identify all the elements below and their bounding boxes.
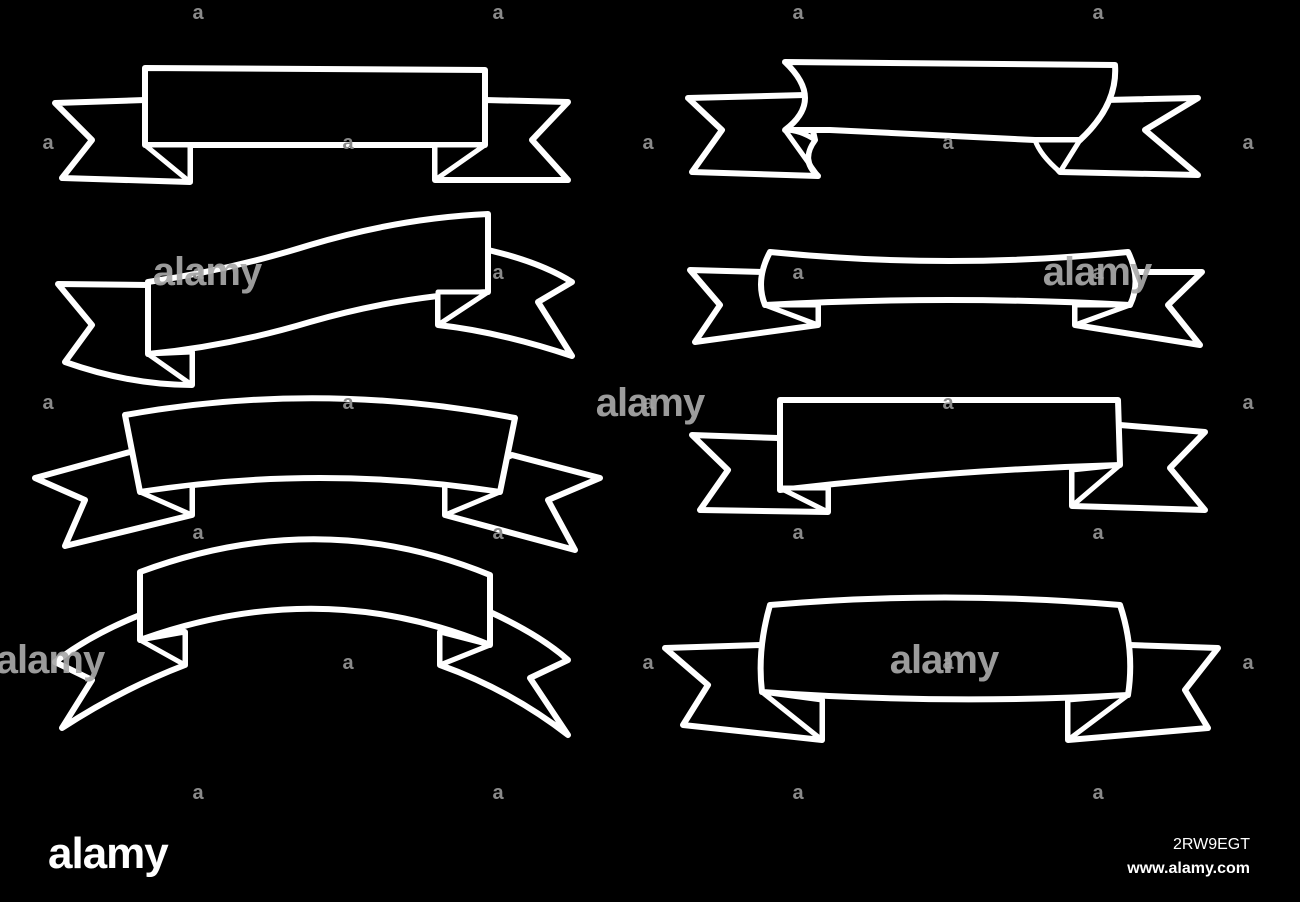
watermark-glyph: a — [1092, 2, 1104, 24]
ribbon-banner-straight — [52, 65, 571, 185]
watermark-glyph: a — [342, 132, 354, 154]
ribbon-fold-right — [1072, 302, 1133, 328]
ribbon-body — [122, 395, 518, 495]
ribbon-banner-slight-wave — [689, 397, 1208, 515]
watermark-glyph: a — [192, 522, 204, 544]
watermark-glyph: a — [1242, 652, 1254, 674]
watermark-glyph: a — [492, 262, 504, 284]
watermark-glyph: a — [192, 262, 204, 284]
ribbon-fold-right — [437, 629, 493, 668]
watermark-glyph: a — [492, 522, 504, 544]
watermark-glyph: a — [642, 652, 654, 674]
brand-logo: alamy — [48, 829, 169, 878]
ribbon-banner-wide — [662, 594, 1221, 743]
watermark-glyph: a — [42, 392, 54, 414]
ribbon-fold-right — [435, 289, 491, 328]
watermark-glyph: a — [492, 2, 504, 24]
ribbon-banner-scroll — [685, 59, 1201, 179]
watermark-glyph: a — [792, 782, 804, 804]
ribbon-body — [782, 59, 1119, 143]
ribbon-fold-left — [782, 127, 821, 179]
watermark-glyph: a — [942, 132, 954, 154]
ribbon-fold-left — [777, 485, 831, 515]
ribbon-fold-left — [137, 629, 188, 668]
ribbon-body — [137, 536, 493, 648]
watermark-glyph: a — [792, 262, 804, 284]
watermark-glyph: a — [642, 132, 654, 154]
watermark-glyph: a — [1092, 522, 1104, 544]
site-url: www.alamy.com — [1127, 860, 1250, 877]
ribbon-fold-right — [1032, 137, 1083, 175]
watermark-brand: alamy — [0, 638, 105, 682]
ribbon-banner-wave — [55, 211, 575, 388]
ribbon-body — [142, 65, 488, 148]
ribbon-fold-right — [1065, 692, 1131, 743]
watermark-glyph: a — [942, 652, 954, 674]
ribbon-fold-right — [442, 482, 503, 518]
ribbon-fold-left — [759, 689, 825, 743]
watermark-glyph: a — [642, 392, 654, 414]
ribbon-fold-left — [137, 482, 195, 518]
watermark-glyph: a — [342, 652, 354, 674]
ribbon-fold-left — [145, 349, 195, 388]
watermark-glyph: a — [192, 2, 204, 24]
ribbon-banner-narrow — [687, 249, 1205, 348]
watermark-glyph: a — [342, 392, 354, 414]
watermark-glyph: a — [42, 132, 54, 154]
ribbon-banner-arched — [32, 395, 603, 553]
watermark-glyph: a — [1092, 782, 1104, 804]
watermark-brand: alamy — [595, 381, 705, 425]
watermark-glyph: a — [942, 392, 954, 414]
watermark-glyph: a — [792, 2, 804, 24]
watermark-brand: alamy — [889, 638, 999, 682]
ribbon-fold-left — [762, 302, 821, 328]
watermark-glyph: a — [492, 782, 504, 804]
image-id: 2RW9EGT — [1172, 836, 1250, 853]
watermark-brand: alamy — [1042, 250, 1152, 294]
watermark-glyph: a — [1242, 392, 1254, 414]
ribbon-fold-left — [142, 142, 193, 185]
watermark-brand: alamy — [152, 250, 262, 294]
watermark-glyph: a — [1092, 262, 1104, 284]
watermark-glyph: a — [792, 522, 804, 544]
watermark-glyph: a — [192, 782, 204, 804]
ribbon-fold-right — [432, 142, 488, 183]
ribbon-fold-right — [1069, 462, 1123, 509]
ribbon-banner-deep-arch — [52, 536, 571, 738]
watermark-glyph: a — [1242, 132, 1254, 154]
